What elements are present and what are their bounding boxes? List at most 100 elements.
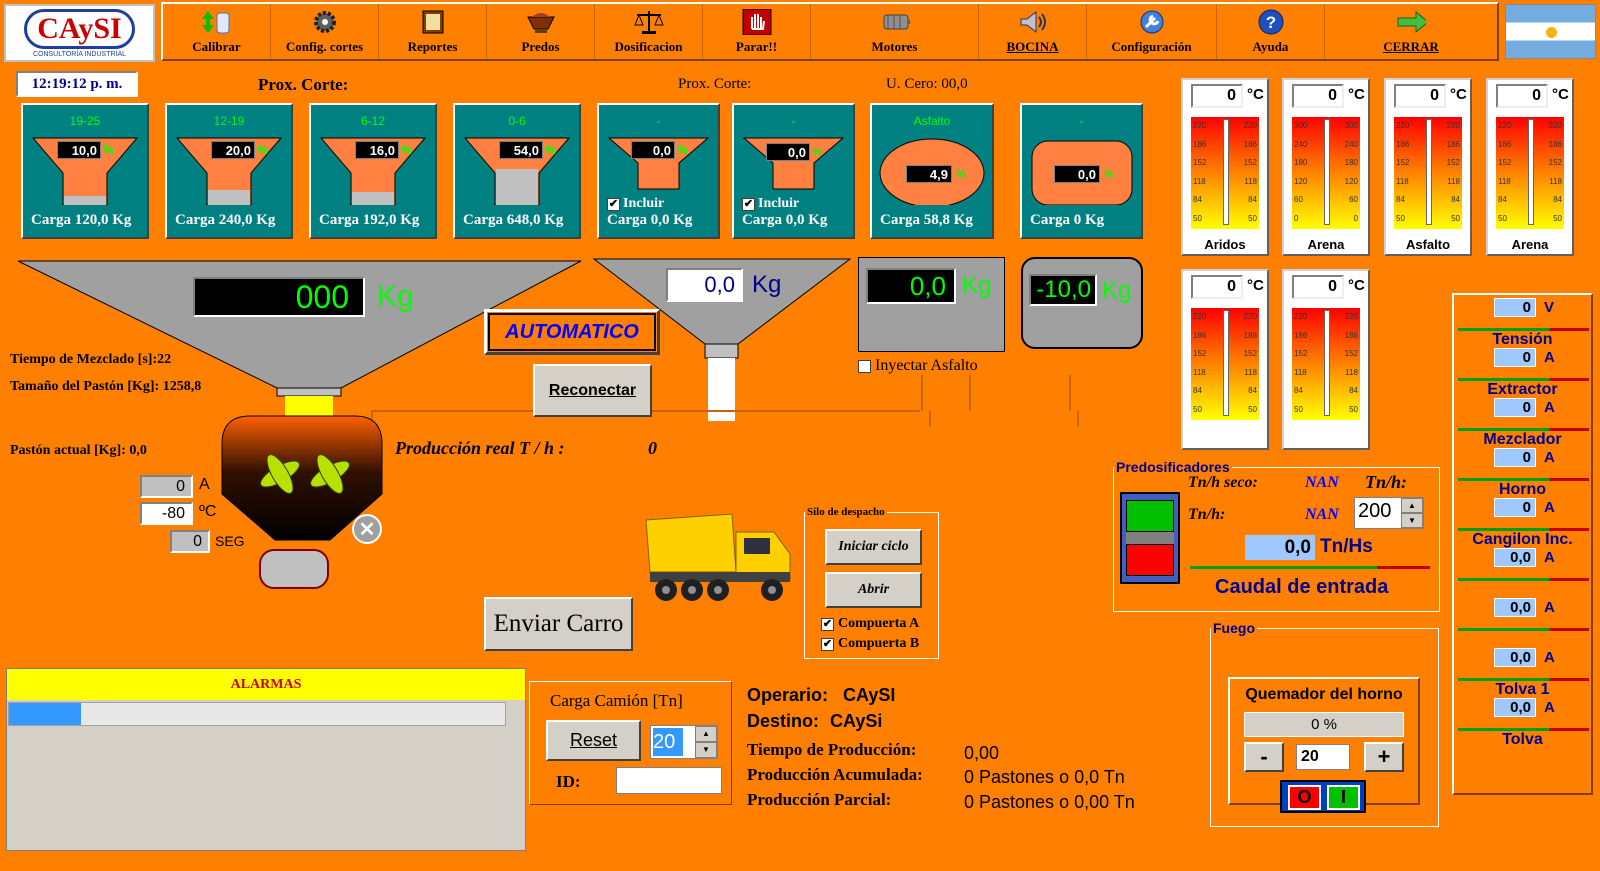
quemador-on-button[interactable]: I: [1327, 785, 1360, 810]
hopper-pct: %: [103, 143, 114, 157]
inyectar-asfalto-checkbox[interactable]: Inyectar Asfalto: [858, 357, 978, 375]
hopper-asfalto[interactable]: Asfalto 4,9 % Carga 58,8 Kg: [870, 103, 994, 239]
hopper-icon: [526, 9, 556, 35]
mixer-amps: 0: [140, 475, 193, 498]
motor-unit: A: [1544, 349, 1555, 366]
silo-despacho-group: Silo de despacho: [804, 506, 939, 659]
fuego-title: Fuego: [1213, 620, 1255, 636]
carga-camion-value[interactable]: 20: [653, 728, 683, 756]
hopper-range: 6-12: [360, 114, 386, 128]
tnh-seco-label: Tn/h seco:: [1188, 474, 1258, 491]
predos-state-indicator[interactable]: [1120, 492, 1180, 584]
hopper-6[interactable]: - 0,0 % ✔Incluir Carga 0,0 Kg: [732, 103, 855, 239]
dosificacion-button[interactable]: Dosificacion: [595, 4, 703, 59]
hopper-3[interactable]: 6-12 16,0 % Carga 192,0 Kg: [309, 103, 437, 239]
abrir-button[interactable]: Abrir: [825, 572, 922, 608]
additive-tank: [1031, 140, 1133, 205]
motor-name: Cangilon Inc.: [1472, 531, 1573, 548]
tnh-spinner[interactable]: 200 ▲ ▼: [1354, 497, 1424, 529]
prox-corte: Prox. Corte:: [678, 76, 752, 92]
checkbox-mark[interactable]: ✔: [821, 617, 834, 631]
spin-up-icon[interactable]: ▲: [695, 726, 717, 742]
reconectar-button[interactable]: Reconectar: [533, 364, 652, 417]
carga-camion-spinner[interactable]: 20 ▲ ▼: [650, 725, 718, 759]
compuerta-b-checkbox[interactable]: ✔Compuerta B: [821, 636, 920, 651]
thermometer-name: Asfalto: [1405, 237, 1451, 252]
alarmas-selection[interactable]: [9, 703, 81, 725]
bocina-button[interactable]: BOCINA: [979, 4, 1087, 59]
motor-bar: [1458, 678, 1589, 681]
thermometer-unit: °C: [1247, 277, 1264, 294]
hopper-1[interactable]: 19-25 10,0 % Carga 120,0 Kg: [21, 103, 149, 239]
wrench-icon: [1137, 9, 1167, 35]
checkbox-mark[interactable]: ✔: [821, 637, 834, 651]
thermometer-value: 0: [1191, 84, 1243, 108]
motor-name: Mezclador: [1483, 431, 1562, 448]
motor-unit: A: [1544, 649, 1555, 666]
id-input[interactable]: [616, 767, 722, 794]
hopper-value: 16,0: [355, 141, 399, 159]
reportes-button[interactable]: Reportes: [379, 4, 487, 59]
reset-button[interactable]: Reset: [546, 720, 641, 761]
cerrar-button[interactable]: CERRAR: [1325, 4, 1497, 59]
compuerta-a-checkbox[interactable]: ✔Compuerta A: [821, 616, 920, 631]
automatico-mode-indicator[interactable]: AUTOMATICO: [484, 309, 660, 355]
motores-button[interactable]: Motores: [811, 4, 979, 59]
hopper-8[interactable]: - 0,0 % Carga 0 Kg: [1020, 103, 1143, 239]
spin-up-icon[interactable]: ▲: [1401, 498, 1423, 513]
checkbox-mark[interactable]: ✔: [607, 197, 620, 211]
quemador-off-button[interactable]: O: [1288, 785, 1321, 810]
motor-unit: A: [1544, 599, 1555, 616]
quemador-value-input[interactable]: 20: [1296, 744, 1350, 770]
ayuda-button[interactable]: ? Ayuda: [1217, 4, 1325, 59]
hopper-range: Asfalto: [913, 114, 951, 128]
hopper-range: -: [656, 114, 661, 128]
hopper-5[interactable]: - 0,0 % ✔Incluir Carga 0,0 Kg: [597, 103, 720, 239]
quemador-plus-button[interactable]: +: [1364, 742, 1404, 772]
incluir-checkbox[interactable]: ✔Incluir: [742, 196, 800, 211]
hopper-value: 20,0: [211, 141, 255, 159]
operario-label: Operario:: [747, 685, 829, 705]
hopper-2[interactable]: 12-19 20,0 % Carga 240,0 Kg: [165, 103, 293, 239]
tnh-unit: Tn/h:: [1365, 472, 1408, 492]
stop-hand-icon: [742, 9, 772, 35]
hopper-carga: Carga 240,0 Kg: [175, 212, 276, 228]
checkbox-mark[interactable]: ✔: [742, 197, 755, 211]
quemador-minus-button[interactable]: -: [1244, 742, 1284, 772]
hopper-value: 0,0: [1054, 165, 1100, 183]
tnh-seco-value: NAN: [1305, 474, 1339, 491]
quemador-switch: O I: [1280, 780, 1366, 813]
hopper-4[interactable]: 0-6 54,0 % Carga 648,0 Kg: [453, 103, 581, 239]
incluir-checkbox[interactable]: ✔Incluir: [607, 196, 665, 211]
checkbox-mark[interactable]: [858, 359, 871, 373]
predos-button[interactable]: Predos: [487, 4, 595, 59]
flow-value: 0,0: [1245, 535, 1315, 560]
motor-unit: A: [1544, 549, 1555, 566]
mixer-close-icon[interactable]: ✕: [352, 514, 382, 544]
motor-value: 0,0: [1494, 548, 1536, 567]
caysi-logo: CAySI CONSULTORÍA INDUSTRIAL: [4, 4, 155, 62]
thermometer-unit: °C: [1450, 86, 1467, 103]
config-cortes-button[interactable]: Config. cortes: [271, 4, 379, 59]
calibrar-button[interactable]: Calibrar: [163, 4, 271, 59]
configuracion-button[interactable]: Configuración: [1087, 4, 1217, 59]
alarmas-list[interactable]: [8, 702, 506, 726]
motor-bar: [1458, 528, 1589, 531]
mixer-seg: 0: [170, 530, 210, 553]
spin-down-icon[interactable]: ▼: [695, 742, 717, 758]
motor-unit: A: [1544, 699, 1555, 716]
hopper-carga: Carga 0,0 Kg: [742, 212, 828, 228]
produccion-real-label: Producción real T / h :: [395, 438, 565, 458]
enviar-carro-button[interactable]: Enviar Carro: [484, 597, 633, 651]
parar-button[interactable]: Parar!!: [703, 4, 811, 59]
operario-value: CAySI: [843, 685, 896, 705]
spin-down-icon[interactable]: ▼: [1401, 513, 1423, 528]
hopper-funnel: [463, 137, 571, 205]
iniciar-ciclo-button[interactable]: Iniciar ciclo: [825, 529, 922, 565]
tnh-spinner-value[interactable]: 200: [1358, 500, 1392, 522]
